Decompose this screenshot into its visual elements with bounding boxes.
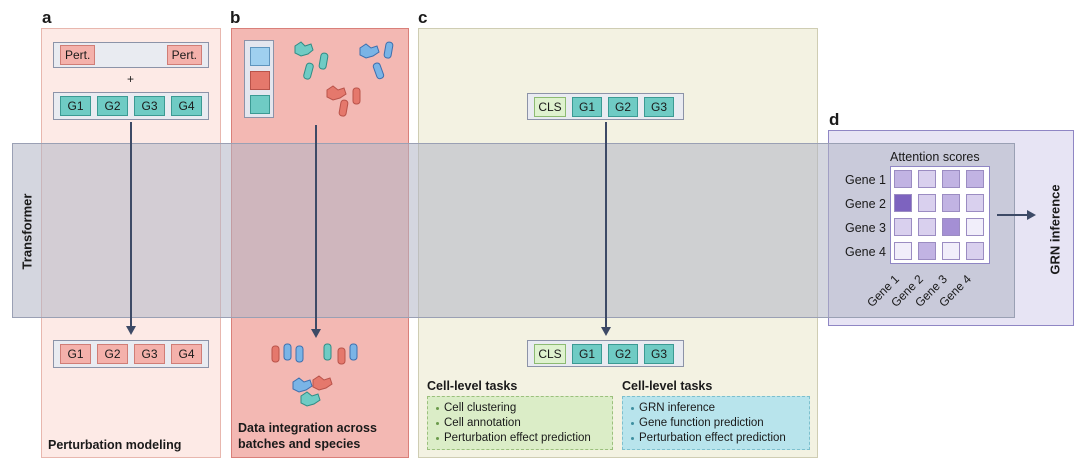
arrow-a <box>130 122 132 326</box>
gene-token: G2 <box>97 96 128 116</box>
bullet-icon <box>631 437 634 440</box>
task-item: Perturbation effect prediction <box>631 431 801 446</box>
batch-swatch-red <box>250 71 270 90</box>
task-item: Cell clustering <box>436 401 604 416</box>
bullet-icon <box>436 407 439 410</box>
heatmap-cell <box>918 242 936 260</box>
gene-token: G4 <box>171 96 202 116</box>
heatmap-cell <box>918 170 936 188</box>
task-item: GRN inference <box>631 401 801 416</box>
panel-b-letter: b <box>230 8 241 27</box>
arrow-right-icon <box>997 210 1036 220</box>
task-item: Perturbation effect prediction <box>436 431 604 446</box>
arrowhead-b <box>311 329 321 338</box>
bullet-icon <box>436 422 439 425</box>
heatmap-cell <box>966 194 984 212</box>
grn-inference-label: GRN inference <box>1047 184 1063 275</box>
gene-token: G4 <box>171 344 202 364</box>
arrow-b <box>315 125 317 329</box>
transformer-band <box>12 143 1015 318</box>
task-label: GRN inference <box>639 402 716 414</box>
pert-token: Pert. <box>166 45 202 65</box>
panel-b-caption-line2: batches and species <box>238 437 361 451</box>
tasks-left-title: Cell-level tasks <box>427 379 518 393</box>
heatmap-cell <box>918 218 936 236</box>
tasks-right-title: Cell-level tasks <box>622 379 713 393</box>
cls-token: CLS <box>534 96 566 117</box>
heatmap-cell <box>942 218 960 236</box>
panel-a-letter: a <box>42 8 52 27</box>
gene-token-row-input: G1 G2 G3 G4 <box>53 92 209 120</box>
heatmap-cell <box>942 242 960 260</box>
bullet-icon <box>631 422 634 425</box>
transformer-label: Transformer <box>19 193 35 270</box>
tasks-right-box: GRN inference Gene function prediction P… <box>622 396 810 450</box>
heatmap-cell <box>894 218 912 236</box>
heatmap-cell <box>894 170 912 188</box>
task-label: Perturbation effect prediction <box>444 432 591 444</box>
heatmap-cell <box>942 170 960 188</box>
gene-token: G1 <box>60 344 91 364</box>
cell-illustrations-input <box>294 41 394 117</box>
heatmap-cell <box>966 170 984 188</box>
plus-sign: + <box>127 72 135 86</box>
panel-b-caption-line1: Data integration across <box>238 421 377 435</box>
gene-token: G1 <box>572 96 602 117</box>
heatmap-cell <box>966 242 984 260</box>
panel-c-letter: c <box>418 8 428 27</box>
heatmap-cell <box>918 194 936 212</box>
row-label: Gene 3 <box>844 221 886 235</box>
gene-token: G3 <box>644 343 674 364</box>
cell-icon <box>294 41 329 80</box>
heatmap-cell <box>894 194 912 212</box>
gene-token: G2 <box>608 96 638 117</box>
row-label: Gene 4 <box>844 245 886 259</box>
gene-token: G3 <box>134 344 165 364</box>
task-label: Perturbation effect prediction <box>639 432 786 444</box>
arrow-c <box>605 122 607 327</box>
gene-token: G1 <box>60 96 91 116</box>
row-label: Gene 2 <box>844 197 886 211</box>
panel-b-caption: Data integration across batches and spec… <box>238 420 377 452</box>
panel-a-caption: Perturbation modeling <box>48 438 182 452</box>
row-label: Gene 1 <box>844 173 886 187</box>
cls-token-row-output: CLS G1 G2 G3 <box>527 340 684 367</box>
task-label: Cell clustering <box>444 402 517 414</box>
batch-swatch-blue <box>250 47 270 66</box>
heatmap-cell <box>942 194 960 212</box>
batch-legend-box <box>244 40 274 118</box>
task-item: Gene function prediction <box>631 416 801 431</box>
arrowhead-c <box>601 327 611 336</box>
panel-d-letter: d <box>829 110 840 129</box>
cls-token: CLS <box>534 343 566 364</box>
cell-illustrations-output <box>271 343 358 407</box>
arrowhead-a <box>126 326 136 335</box>
pert-token: Pert. <box>60 45 96 65</box>
pert-token-row: Pert. Pert. <box>53 42 209 68</box>
gene-token: G3 <box>644 96 674 117</box>
task-item: Cell annotation <box>436 416 604 431</box>
batch-swatch-teal <box>250 95 270 114</box>
attention-title: Attention scores <box>890 150 980 164</box>
cell-icon <box>271 343 358 407</box>
gene-token-row-output: G1 G2 G3 G4 <box>53 340 209 368</box>
bullet-icon <box>631 407 634 410</box>
gene-token: G1 <box>572 343 602 364</box>
bullet-icon <box>436 437 439 440</box>
cls-token-row-input: CLS G1 G2 G3 <box>527 93 684 120</box>
tasks-left-box: Cell clustering Cell annotation Perturba… <box>427 396 613 450</box>
task-label: Gene function prediction <box>639 417 764 429</box>
heatmap-cell <box>966 218 984 236</box>
cell-icon <box>359 41 394 80</box>
cell-icon <box>326 85 361 117</box>
heatmap-cell <box>894 242 912 260</box>
task-label: Cell annotation <box>444 417 521 429</box>
gene-token: G2 <box>608 343 638 364</box>
gene-token: G2 <box>97 344 128 364</box>
gene-token: G3 <box>134 96 165 116</box>
